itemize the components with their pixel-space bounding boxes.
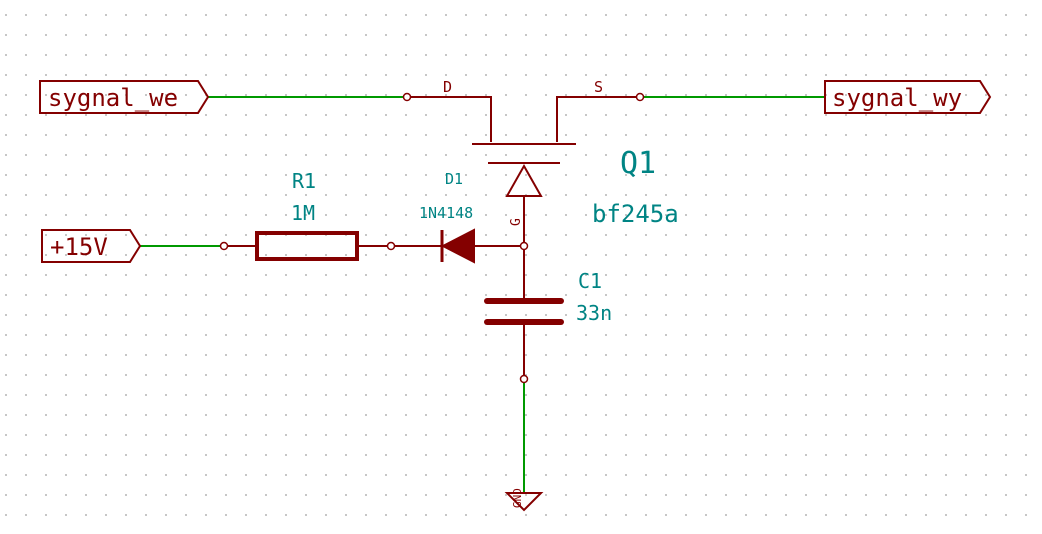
pin-circle-drain: [402, 92, 412, 102]
q1-value[interactable]: bf245a: [592, 200, 679, 228]
ground-flag: [504, 492, 544, 512]
label-power-15v-text: +15V: [50, 233, 108, 261]
label-power-15v[interactable]: +15V: [41, 229, 142, 263]
pin-label-source: S: [594, 78, 603, 96]
label-sygnal-we-shape: [39, 80, 210, 114]
ground-symbol[interactable]: GND: [504, 488, 544, 512]
label-sygnal-wy-text: sygnal_wy: [832, 84, 962, 112]
d1-reference[interactable]: D1: [445, 170, 463, 188]
pin-circle-r1-right: [386, 241, 396, 251]
transistor-q1[interactable]: [407, 96, 640, 246]
pin-label-drain: D: [443, 78, 452, 96]
r1-reference[interactable]: R1: [292, 169, 316, 193]
d1-value[interactable]: 1N4148: [419, 204, 473, 222]
resistor-r1[interactable]: [224, 231, 391, 261]
label-sygnal-we-text: sygnal_we: [48, 84, 178, 112]
ground-label: GND: [511, 488, 524, 508]
label-sygnal-we[interactable]: sygnal_we: [39, 80, 210, 114]
label-power-15v-shape: [41, 229, 142, 263]
label-sygnal-wy[interactable]: sygnal_wy: [824, 80, 992, 114]
q1-source-pin: [556, 96, 640, 142]
r1-body: [255, 231, 359, 261]
q1-reference[interactable]: Q1: [620, 146, 656, 181]
pin-circles: [219, 92, 645, 384]
pin-circle-r1-left: [219, 241, 229, 251]
pin-label-gate: G: [509, 218, 524, 226]
label-sygnal-wy-shape: [824, 80, 992, 114]
capacitor-c1[interactable]: [484, 246, 564, 379]
r1-value[interactable]: 1M: [291, 201, 315, 225]
diode-d1[interactable]: [391, 228, 524, 264]
pin-circle-c1-bottom: [519, 374, 529, 384]
c1-reference[interactable]: C1: [578, 269, 602, 293]
pin-circle-source: [635, 92, 645, 102]
q1-drain-pin: [407, 96, 492, 142]
wires: [140, 96, 825, 493]
pin-circle-gate: [519, 241, 529, 251]
c1-value[interactable]: 33n: [576, 301, 612, 325]
